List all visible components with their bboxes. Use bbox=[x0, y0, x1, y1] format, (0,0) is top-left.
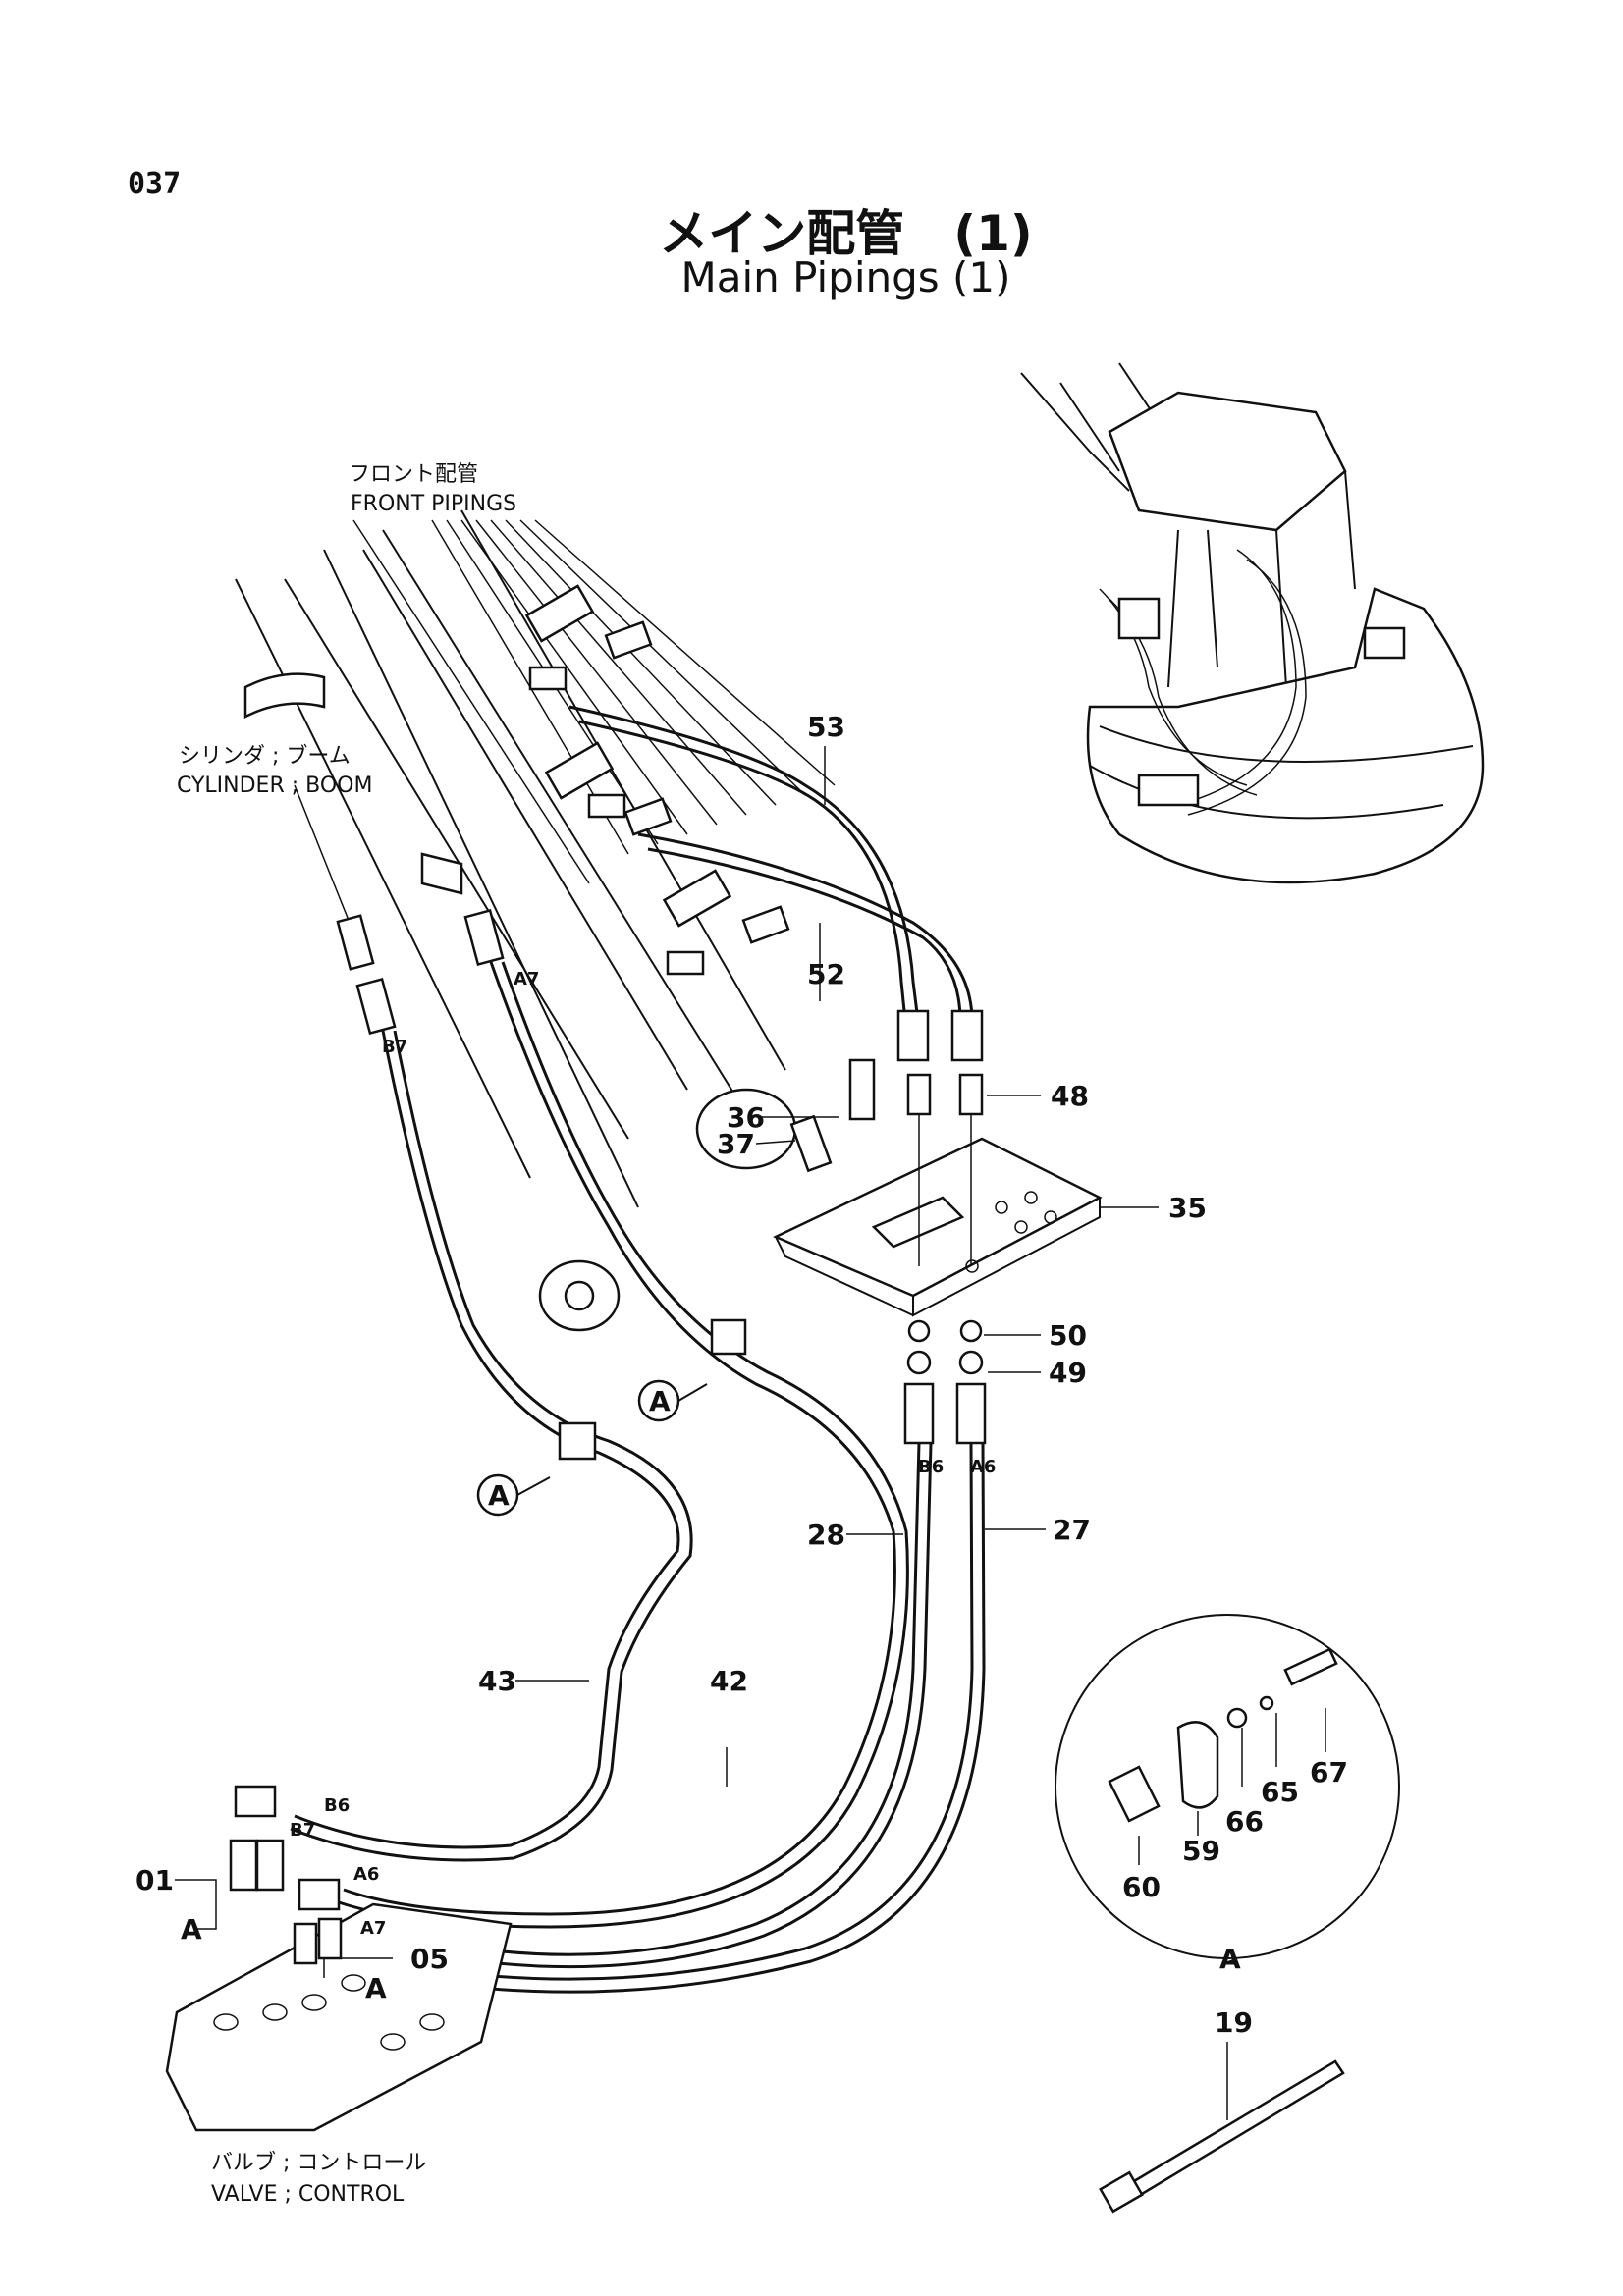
port-label-b7-top: B7 bbox=[382, 1037, 407, 1057]
boom-structure bbox=[235, 509, 797, 1332]
caption-front-pipings-jp: フロント配管 bbox=[349, 462, 478, 487]
port-label-b7-bottom: B7 bbox=[290, 1820, 315, 1841]
page-number: 037 bbox=[128, 167, 182, 201]
part-label-37: 37 bbox=[717, 1128, 755, 1160]
hose-53-and-52 bbox=[568, 705, 984, 1062]
part-label-43: 43 bbox=[478, 1665, 516, 1697]
part-label-35: 35 bbox=[1168, 1192, 1207, 1224]
detail-marker-a-view: A bbox=[1219, 1943, 1241, 1975]
detail-callouts bbox=[476, 1379, 708, 1517]
caption-cylinder-jp: シリンダ ; ブーム bbox=[179, 744, 351, 769]
boom-cylinder-hoses bbox=[290, 784, 986, 1994]
part-label-27: 27 bbox=[1053, 1514, 1091, 1546]
fittings-48-36-37 bbox=[789, 1058, 987, 1445]
part-label-01: 01 bbox=[135, 1864, 174, 1896]
page-title-english: Main Pipings (1) bbox=[680, 253, 1011, 301]
bracket-35 bbox=[772, 1137, 1103, 1317]
part-label-50: 50 bbox=[1049, 1319, 1087, 1352]
part-label-65: 65 bbox=[1261, 1776, 1299, 1808]
part-label-28: 28 bbox=[807, 1519, 845, 1551]
port-label-b6-mid: B6 bbox=[918, 1457, 944, 1477]
machine-overview-illustration bbox=[1020, 362, 1485, 884]
caption-cylinder-en: CYLINDER ; BOOM bbox=[177, 774, 372, 798]
part-label-19: 19 bbox=[1215, 2006, 1253, 2039]
port-label-a6-mid: A6 bbox=[970, 1457, 996, 1477]
page-title-japanese: メイン配管 (1) bbox=[659, 205, 1033, 262]
port-label-a6-bottom: A6 bbox=[353, 1864, 379, 1885]
port-label-b6-bottom: B6 bbox=[324, 1795, 350, 1816]
cable-tie-19 bbox=[1099, 2059, 1345, 2214]
caption-valve-jp: バルブ ; コントロール bbox=[211, 2151, 426, 2175]
port-label-a7-top: A7 bbox=[514, 969, 539, 989]
caption-front-pipings-en: FRONT PIPINGS bbox=[351, 492, 516, 516]
detail-marker-a-bracket-05: A bbox=[365, 1972, 387, 2004]
part-label-42: 42 bbox=[710, 1665, 748, 1697]
part-label-49: 49 bbox=[1049, 1357, 1087, 1389]
caption-valve-en: VALVE ; CONTROL bbox=[211, 2182, 405, 2207]
part-label-52: 52 bbox=[807, 958, 845, 990]
part-label-66: 66 bbox=[1225, 1805, 1264, 1838]
part-label-36: 36 bbox=[727, 1101, 765, 1134]
part-label-67: 67 bbox=[1310, 1756, 1348, 1789]
front-pipings bbox=[352, 519, 836, 976]
part-label-60: 60 bbox=[1122, 1871, 1161, 1903]
detail-marker-a-upper: A bbox=[649, 1385, 671, 1417]
leader-lines bbox=[175, 746, 1326, 2120]
detail-a-view bbox=[1055, 1614, 1400, 1959]
part-label-05: 05 bbox=[410, 1943, 449, 1975]
part-label-53: 53 bbox=[807, 711, 845, 743]
part-label-59: 59 bbox=[1182, 1835, 1220, 1867]
port-label-a7-bottom: A7 bbox=[360, 1918, 386, 1939]
part-label-48: 48 bbox=[1051, 1080, 1089, 1112]
detail-marker-a-lower: A bbox=[488, 1479, 510, 1512]
detail-marker-a-bracket-01: A bbox=[181, 1913, 202, 1946]
control-valve bbox=[165, 1785, 513, 2132]
